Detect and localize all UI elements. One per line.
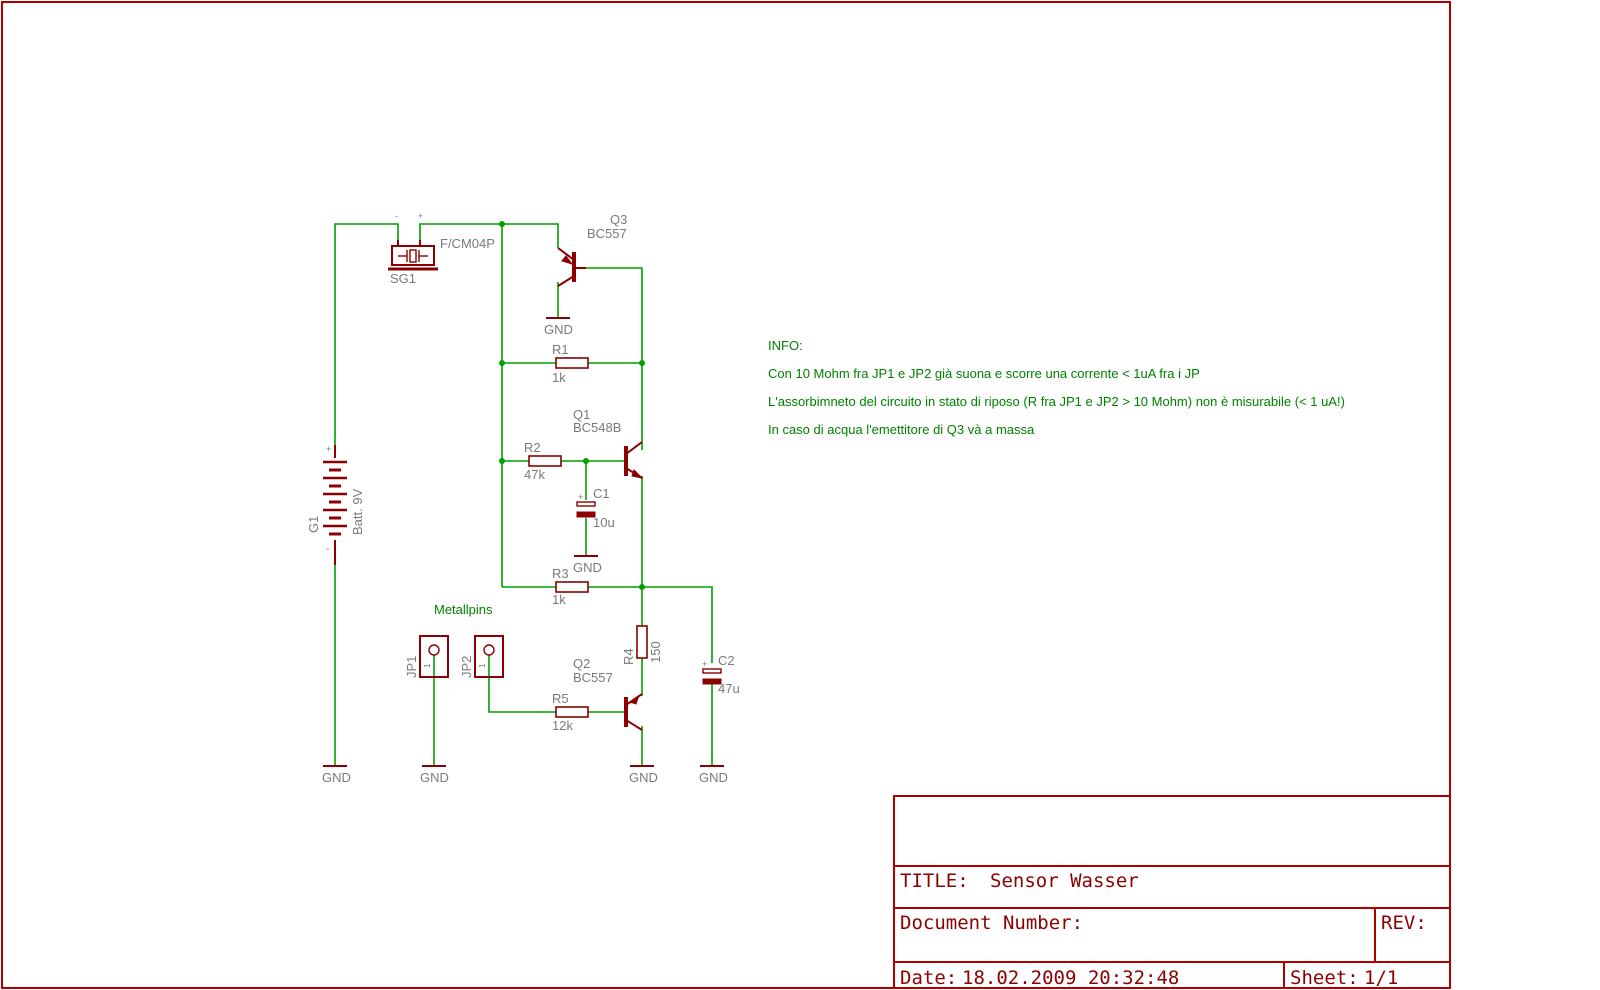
r2-name: R2 [524, 440, 541, 455]
r1-name: R1 [552, 342, 569, 357]
r5-resistor: R5 12k [552, 691, 589, 733]
q1-value: BC548B [573, 420, 621, 435]
c2-capacitor: + C2 47u [702, 653, 740, 696]
c1-name: C1 [593, 486, 610, 501]
g1-pin-plus: + [326, 444, 331, 454]
jp2-pin-number: 1 [478, 663, 487, 668]
c2-polarity: + [702, 659, 707, 669]
g1-name: G1 [306, 516, 321, 533]
gnd-c1: GND [573, 555, 602, 575]
info-title: INFO: [768, 338, 803, 353]
gnd-c2: GND [699, 765, 728, 785]
info-notes: INFO: Con 10 Mohm fra JP1 e JP2 già suon… [768, 338, 1345, 437]
sg1-name: SG1 [390, 271, 416, 286]
gnd-jp1: GND [420, 765, 449, 785]
q1-name: Q1 [573, 407, 590, 422]
c2-value: 47u [718, 681, 740, 696]
gnd-q2: GND [629, 765, 658, 785]
junctions [499, 221, 645, 590]
metallpins-note: Metallpins [434, 602, 493, 617]
sheet-label: Sheet: [1290, 967, 1359, 989]
r5-value: 12k [552, 718, 573, 733]
q1-transistor: Q1 BC548B [573, 407, 644, 479]
title-value: Sensor Wasser [990, 870, 1139, 892]
date-label: Date: [900, 967, 957, 989]
r2-value: 47k [524, 467, 545, 482]
gnd-symbols: GND GND GND GND GND GND [322, 317, 728, 785]
gnd-label: GND [629, 770, 658, 785]
date-value: 18.02.2009 20:32:48 [962, 967, 1179, 989]
r5-name: R5 [552, 691, 569, 706]
sheet-value: 1/1 [1364, 967, 1398, 989]
q3-value: BC557 [587, 226, 627, 241]
r4-name: R4 [621, 648, 636, 665]
c1-polarity: + [578, 492, 583, 502]
sg1-value: F/CM04P [440, 236, 495, 251]
r3-value: 1k [552, 592, 566, 607]
r1-resistor: R1 1k [552, 342, 589, 385]
jp2-pin: 1 JP2 [459, 635, 504, 678]
document-number-label: Document Number: [900, 912, 1083, 934]
c1-capacitor: + C1 10u [576, 486, 615, 530]
sheet-frame [1, 1, 1451, 989]
sg1-buzzer: - + SG1 F/CM04P [388, 211, 495, 286]
gnd-label: GND [699, 770, 728, 785]
q2-name: Q2 [573, 656, 590, 671]
g1-value: Batt. 9V [350, 488, 365, 535]
r3-resistor: R3 1k [552, 566, 589, 607]
sg1-pin-plus: + [418, 211, 423, 221]
q2-transistor: Q2 BC557 [573, 656, 643, 731]
jp1-pin: 1 JP1 [404, 635, 449, 678]
info-line: Con 10 Mohm fra JP1 e JP2 già suona e sc… [768, 366, 1200, 381]
r2-resistor: R2 47k [524, 440, 562, 482]
info-line: In caso di acqua l'emettitore di Q3 và a… [768, 422, 1035, 437]
title-block: TITLE: Sensor Wasser Document Number: RE… [893, 795, 1451, 989]
g1-pin-minus: - [326, 544, 329, 555]
c1-value: 10u [593, 515, 615, 530]
info-line: L'assorbimneto del circuito in stato di … [768, 394, 1345, 409]
gnd-q3: GND [544, 317, 573, 337]
q3-transistor: Q3 BC557 [557, 212, 627, 287]
g1-battery: + - G1 Batt. 9V [306, 444, 365, 565]
gnd-label: GND [544, 322, 573, 337]
jp1-name: JP1 [404, 656, 419, 678]
q3-name: Q3 [610, 212, 627, 227]
gnd-label: GND [420, 770, 449, 785]
q2-value: BC557 [573, 670, 613, 685]
r4-resistor: R4 150 [621, 625, 663, 665]
gnd-label: GND [573, 560, 602, 575]
rev-label: REV: [1381, 912, 1427, 934]
title-label: TITLE: [900, 870, 969, 892]
jp2-name: JP2 [459, 656, 474, 678]
jp1-pin-number: 1 [423, 663, 432, 668]
r3-name: R3 [552, 566, 569, 581]
gnd-label: GND [322, 770, 351, 785]
c2-name: C2 [718, 653, 735, 668]
r4-value: 150 [648, 641, 663, 663]
wires [334, 223, 713, 766]
r1-value: 1k [552, 370, 566, 385]
sg1-pin-minus: - [395, 211, 398, 221]
gnd-battery: GND [322, 765, 351, 785]
